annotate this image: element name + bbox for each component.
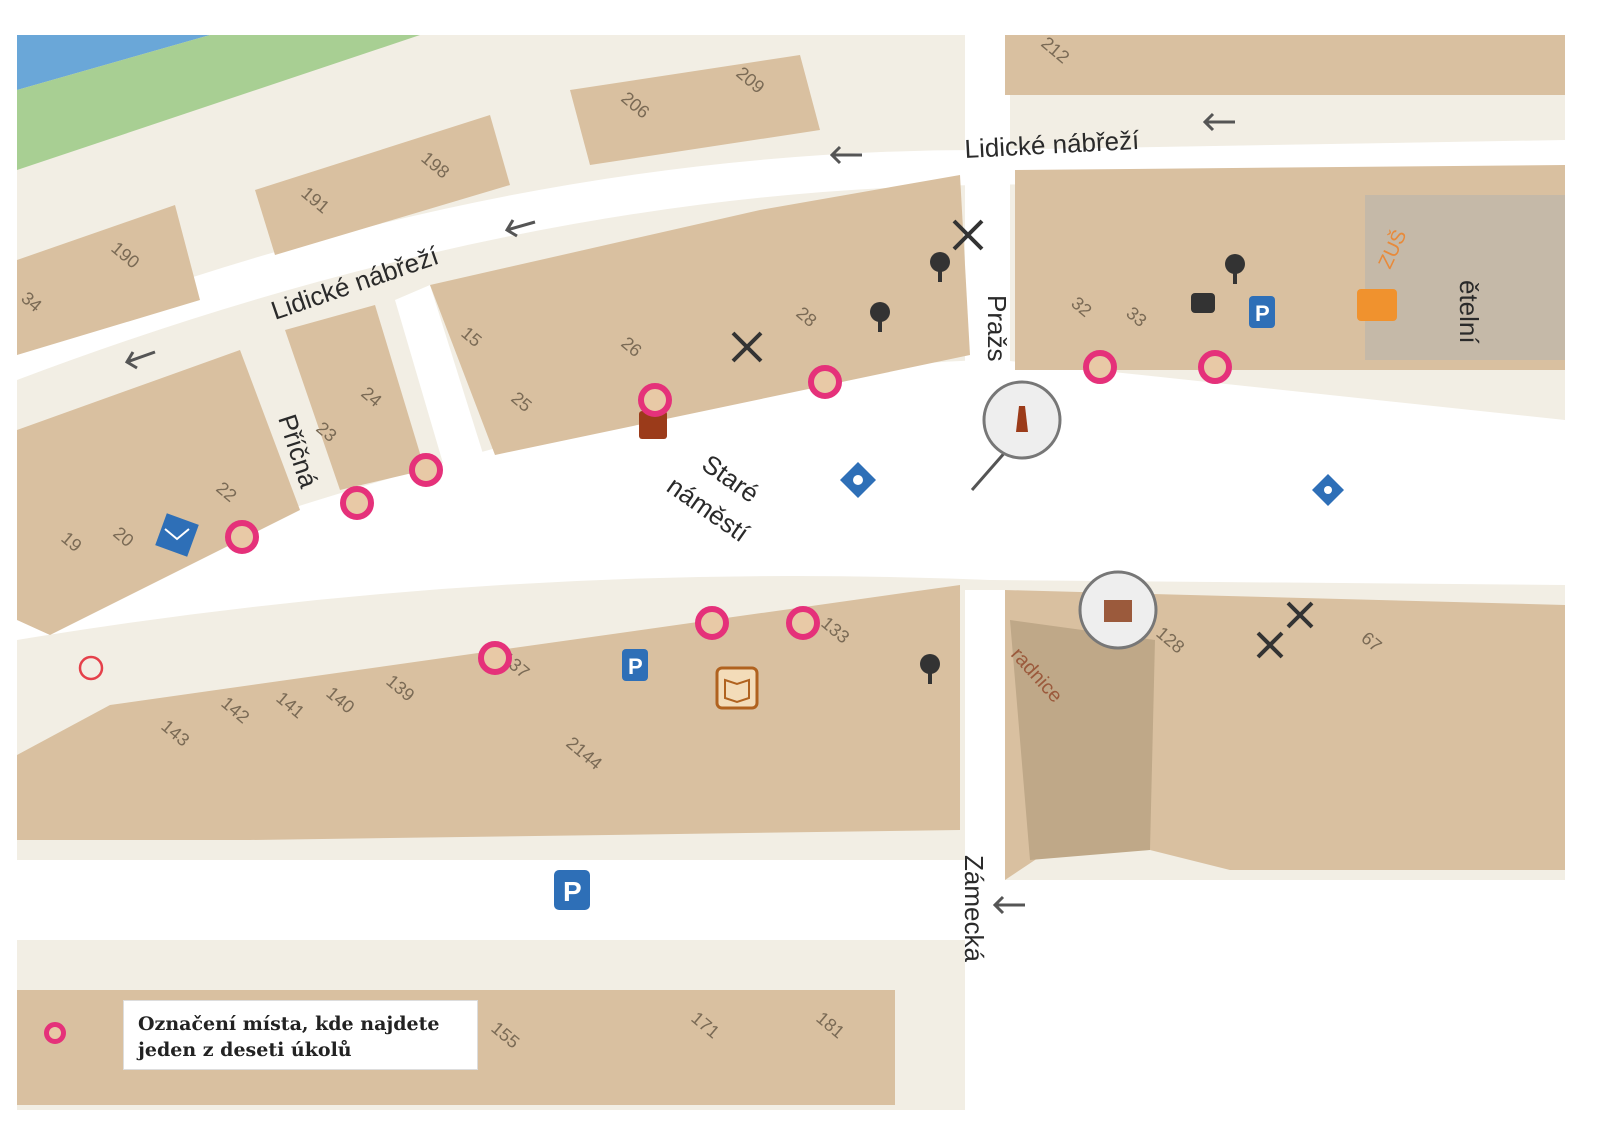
building-206-209	[570, 55, 820, 165]
svg-text:P: P	[563, 876, 582, 907]
parking-icon[interactable]: P	[622, 649, 648, 681]
legend-marker-icon	[44, 1022, 66, 1044]
block-137-2144	[17, 585, 960, 840]
restaurant-icon[interactable]	[1256, 631, 1284, 659]
info-icon[interactable]	[840, 462, 876, 498]
oneway-arrow-icon	[124, 112, 1235, 915]
road-pricna	[395, 285, 485, 470]
road-zamecka	[965, 590, 1005, 1110]
svg-text:P: P	[628, 654, 643, 679]
block-15-28	[430, 175, 970, 455]
plaza-bottom-right	[1005, 880, 1565, 1110]
task-marker[interactable]	[1198, 350, 1232, 384]
wine-icon[interactable]	[1225, 254, 1245, 284]
legend-line-2: jeden z deseti úkolů	[138, 1039, 352, 1061]
building-190	[17, 205, 200, 355]
restaurant-icon[interactable]	[1286, 601, 1314, 629]
task-marker[interactable]	[340, 486, 374, 520]
parking-icon[interactable]: P	[1249, 296, 1275, 328]
library-icon[interactable]	[715, 666, 759, 710]
task-marker[interactable]	[409, 453, 443, 487]
restaurant-icon[interactable]	[731, 331, 763, 363]
square-stare-namesti	[17, 360, 1565, 640]
road-prazska	[965, 35, 1010, 395]
town-hall-icon[interactable]	[1078, 570, 1158, 650]
task-marker[interactable]	[478, 641, 512, 675]
block-zus	[1365, 195, 1565, 360]
street-zamecka: Zámecká	[959, 855, 989, 962]
task-marker[interactable]	[786, 606, 820, 640]
info-icon[interactable]	[1312, 474, 1344, 506]
building-radnice-dark	[1010, 620, 1155, 860]
building-191-198	[255, 115, 510, 255]
street-prazska: Pražs	[982, 295, 1012, 361]
wine-icon[interactable]	[920, 654, 940, 684]
task-markers	[225, 350, 1232, 675]
monument-icon[interactable]	[970, 380, 1062, 491]
post-office-icon[interactable]	[155, 513, 199, 557]
road-bottom	[17, 860, 987, 940]
road-lidicke	[17, 140, 1565, 380]
school-icon[interactable]	[1357, 289, 1397, 321]
task-marker[interactable]	[638, 383, 672, 417]
task-marker[interactable]	[225, 520, 259, 554]
svg-text:P: P	[1255, 301, 1270, 326]
cafe-icon[interactable]	[1191, 293, 1215, 313]
block-23-24	[285, 305, 425, 490]
wine-icon[interactable]	[930, 252, 950, 282]
task-marker[interactable]	[695, 606, 729, 640]
building-212	[1005, 35, 1565, 95]
map-legend: Označení místa, kde najdete jeden z dese…	[123, 1000, 478, 1070]
block-19-22	[17, 350, 300, 635]
location-marker-small	[78, 655, 104, 681]
street-stelni: ětelní	[1454, 280, 1484, 344]
legend-line-1: Označení místa, kde najdete	[138, 1013, 440, 1035]
wine-icon[interactable]	[870, 302, 890, 332]
restaurant-icon[interactable]	[952, 219, 984, 251]
riverbank-grass	[17, 35, 420, 170]
parking-icon[interactable]: P	[554, 870, 590, 910]
task-marker[interactable]	[808, 365, 842, 399]
task-marker[interactable]	[1083, 350, 1117, 384]
museum-icon[interactable]	[639, 411, 667, 439]
